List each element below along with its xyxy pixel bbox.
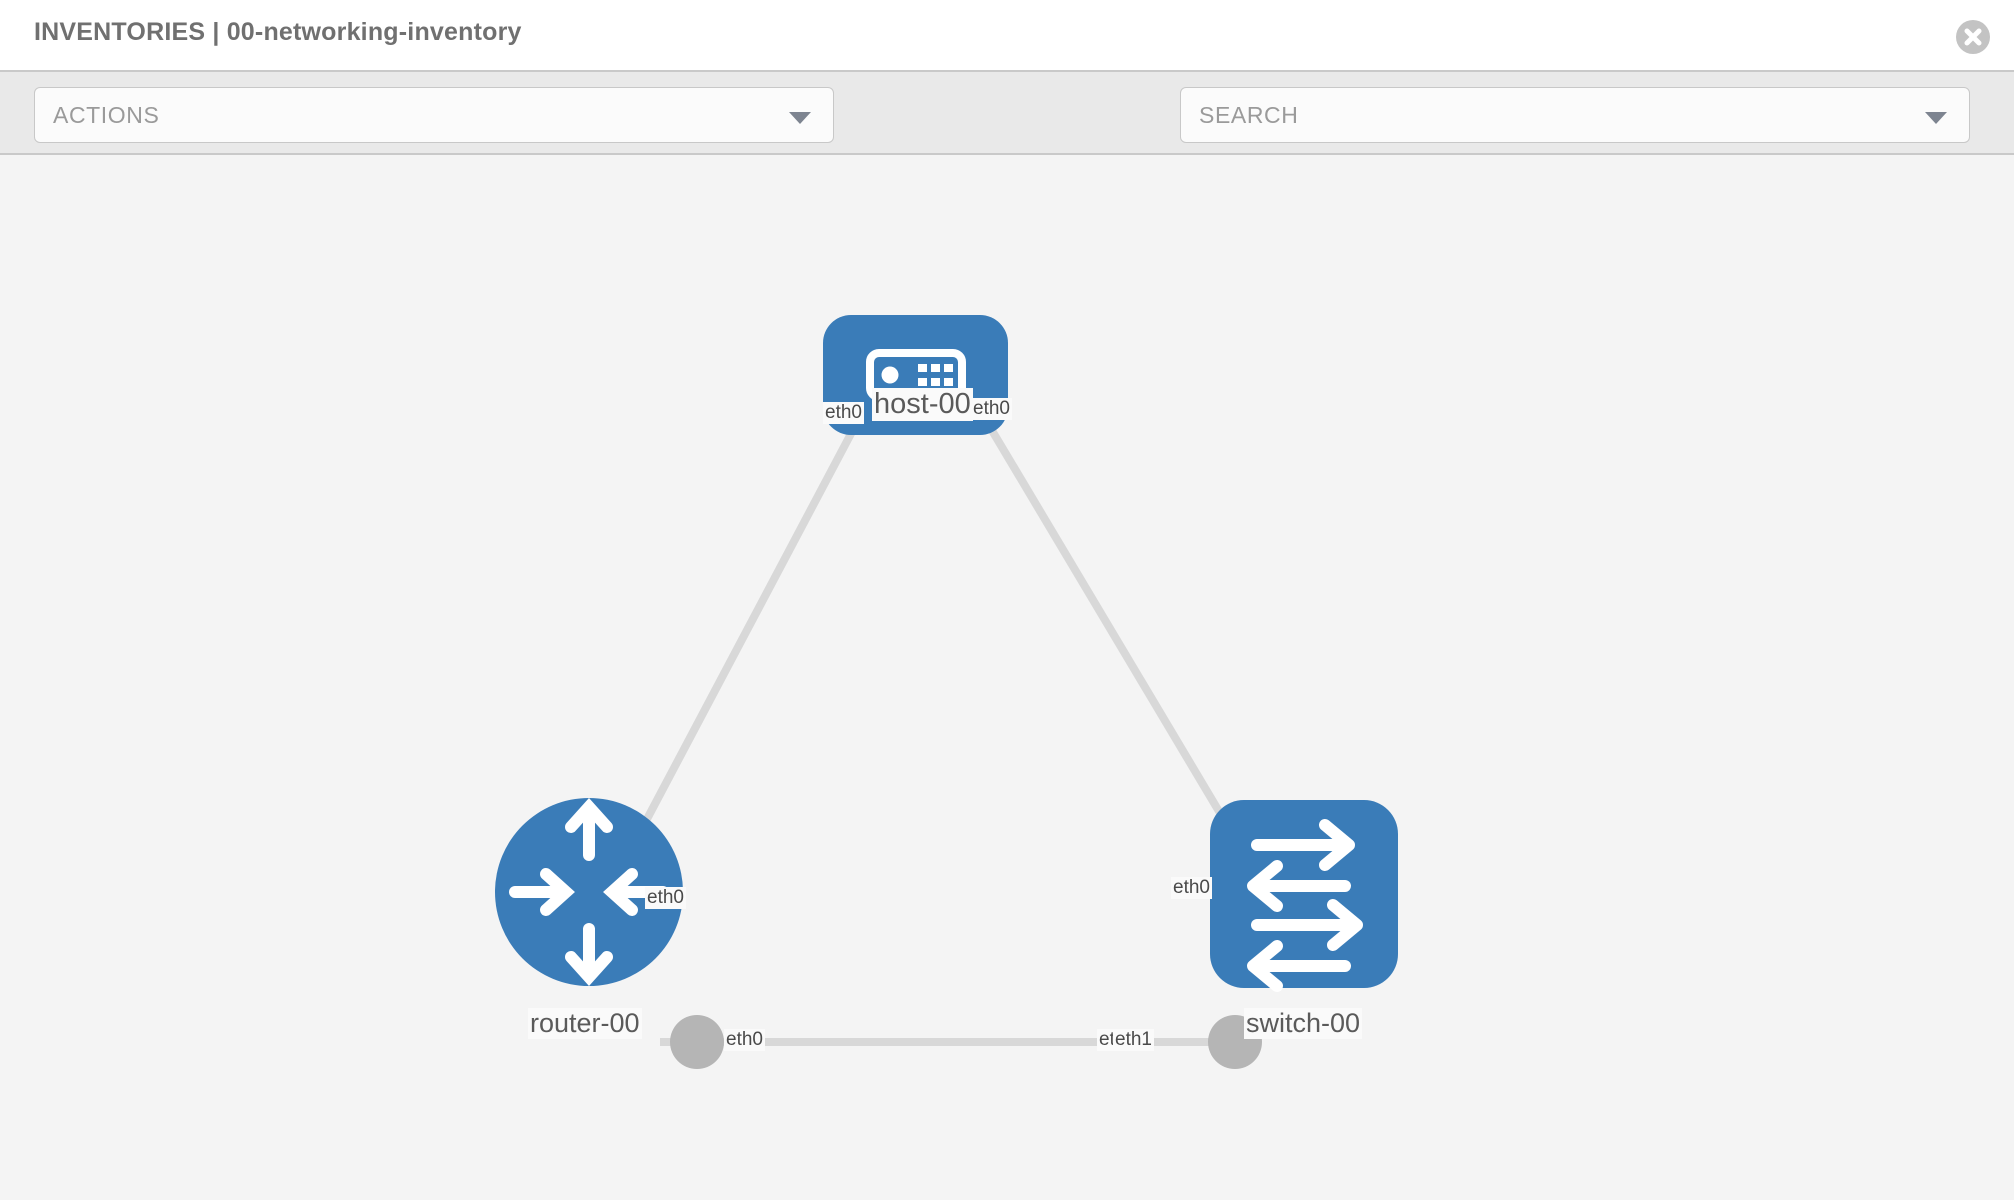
link-edges — [616, 357, 1249, 1046]
chevron-down-icon[interactable] — [1925, 112, 1947, 124]
router-icon — [509, 798, 669, 986]
edge-label-router-eth0: eth0 — [724, 1029, 765, 1051]
port-markers — [670, 353, 1265, 1069]
node-router-00[interactable] — [495, 798, 683, 986]
search-placeholder: SEARCH — [1199, 102, 1299, 128]
edge-label-host-to-router: eth0 — [823, 402, 864, 424]
search-input[interactable]: SEARCH — [1180, 87, 1970, 143]
node-label-router-00: router-00 — [528, 1008, 642, 1039]
actions-dropdown[interactable]: ACTIONS — [34, 87, 834, 143]
topology-canvas[interactable]: host-00 router-00 switch-00 eth0 eth0 et… — [0, 155, 2014, 1200]
port-marker — [670, 1015, 724, 1069]
edge-label-router-to-host: eth0 — [645, 887, 686, 909]
topology-graph — [495, 315, 1398, 1069]
edge-label-host-to-switch: eth0 — [971, 398, 1012, 420]
link-host-switch[interactable] — [946, 357, 1249, 858]
link-host-router[interactable] — [616, 358, 894, 872]
edge-label-switch-eth1: eth1 — [1113, 1029, 1154, 1051]
actions-dropdown-label: ACTIONS — [53, 102, 160, 128]
close-icon[interactable] — [1956, 20, 1990, 54]
switch-icon — [1247, 819, 1363, 992]
chevron-down-icon — [789, 112, 811, 124]
page-title: INVENTORIES | 00-networking-inventory — [34, 18, 522, 46]
page-header: INVENTORIES | 00-networking-inventory — [0, 0, 2014, 70]
node-label-switch-00: switch-00 — [1244, 1008, 1363, 1039]
node-label-host-00: host-00 — [872, 388, 973, 421]
toolbar: ACTIONS SEARCH — [0, 70, 2014, 205]
node-switch-00[interactable] — [1210, 800, 1398, 992]
edge-label-switch-to-host: eth0 — [1171, 877, 1212, 899]
